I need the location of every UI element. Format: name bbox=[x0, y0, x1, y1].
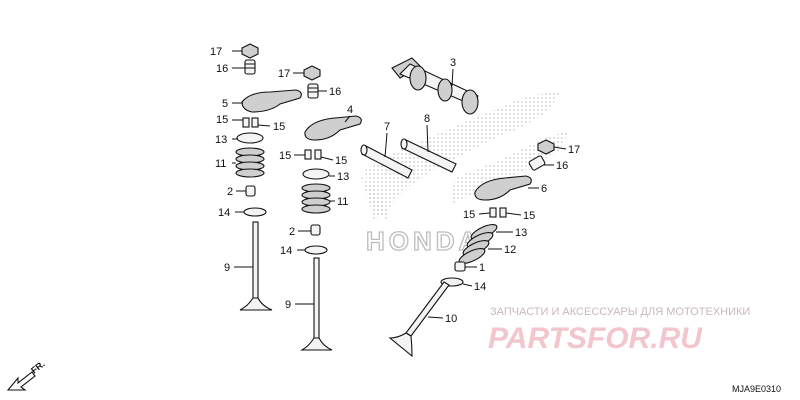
part-label-2-left: 2 bbox=[227, 186, 233, 198]
right-valve-spring bbox=[458, 223, 498, 265]
part-label-16-left: 16 bbox=[216, 63, 228, 75]
part-label-15-left-a: 15 bbox=[216, 114, 228, 126]
part-label-6: 6 bbox=[541, 183, 547, 195]
part-label-2-mid: 2 bbox=[289, 226, 295, 238]
part-label-11-left: 11 bbox=[215, 158, 226, 170]
part-label-16-right: 16 bbox=[556, 160, 568, 172]
middle-valve-spring bbox=[301, 183, 331, 214]
rocker-shafts bbox=[360, 138, 457, 179]
part-label-9-mid: 9 bbox=[285, 299, 291, 311]
part-label-16-mid: 16 bbox=[329, 86, 341, 98]
part-label-13-mid: 13 bbox=[337, 171, 349, 183]
part-label-15-left-b: 15 bbox=[273, 121, 285, 133]
part-label-3: 3 bbox=[450, 57, 456, 69]
part-label-5: 5 bbox=[222, 98, 228, 110]
part-label-12: 12 bbox=[504, 244, 516, 256]
camshaft bbox=[391, 57, 479, 115]
part-label-13-left: 13 bbox=[215, 134, 227, 146]
part-label-8: 8 bbox=[424, 113, 430, 125]
watermark-brand: PARTSFOR.RU bbox=[488, 322, 703, 355]
part-label-10: 10 bbox=[445, 313, 457, 325]
part-label-15-mid-b: 15 bbox=[335, 155, 347, 167]
part-label-9-left: 9 bbox=[224, 262, 230, 274]
part-label-14-left: 14 bbox=[218, 207, 230, 219]
part-label-17-left: 17 bbox=[210, 46, 222, 58]
left-valve-assembly bbox=[235, 43, 302, 311]
part-label-14-right: 14 bbox=[474, 281, 486, 293]
part-label-14-mid: 14 bbox=[280, 245, 292, 257]
part-label-15-right-a: 15 bbox=[463, 209, 475, 221]
part-label-11-mid: 11 bbox=[337, 196, 348, 208]
right-valve-assembly bbox=[388, 139, 555, 358]
diagram-code: MJA9E0310 bbox=[732, 384, 781, 394]
watermark-caption: ЗАПЧАСТИ И АКСЕССУАРЫ ДЛЯ МОТОТЕХНИКИ bbox=[490, 306, 750, 318]
part-label-1: 1 bbox=[479, 262, 485, 274]
honda-logo-text: HONDA bbox=[366, 226, 481, 256]
part-label-15-right-b: 15 bbox=[523, 210, 535, 222]
left-valve-spring bbox=[235, 147, 265, 178]
part-labels: 17 16 5 15 15 13 11 2 14 9 17 16 4 15 15… bbox=[210, 46, 580, 325]
part-label-7: 7 bbox=[384, 121, 390, 133]
middle-valve-assembly bbox=[299, 65, 362, 351]
part-label-17-right: 17 bbox=[568, 144, 580, 156]
part-label-4: 4 bbox=[347, 104, 353, 116]
front-direction-arrow: FR. bbox=[6, 359, 47, 391]
part-label-15-mid-a: 15 bbox=[279, 150, 291, 162]
part-label-13-right: 13 bbox=[515, 227, 527, 239]
part-label-17-mid: 17 bbox=[278, 68, 290, 80]
